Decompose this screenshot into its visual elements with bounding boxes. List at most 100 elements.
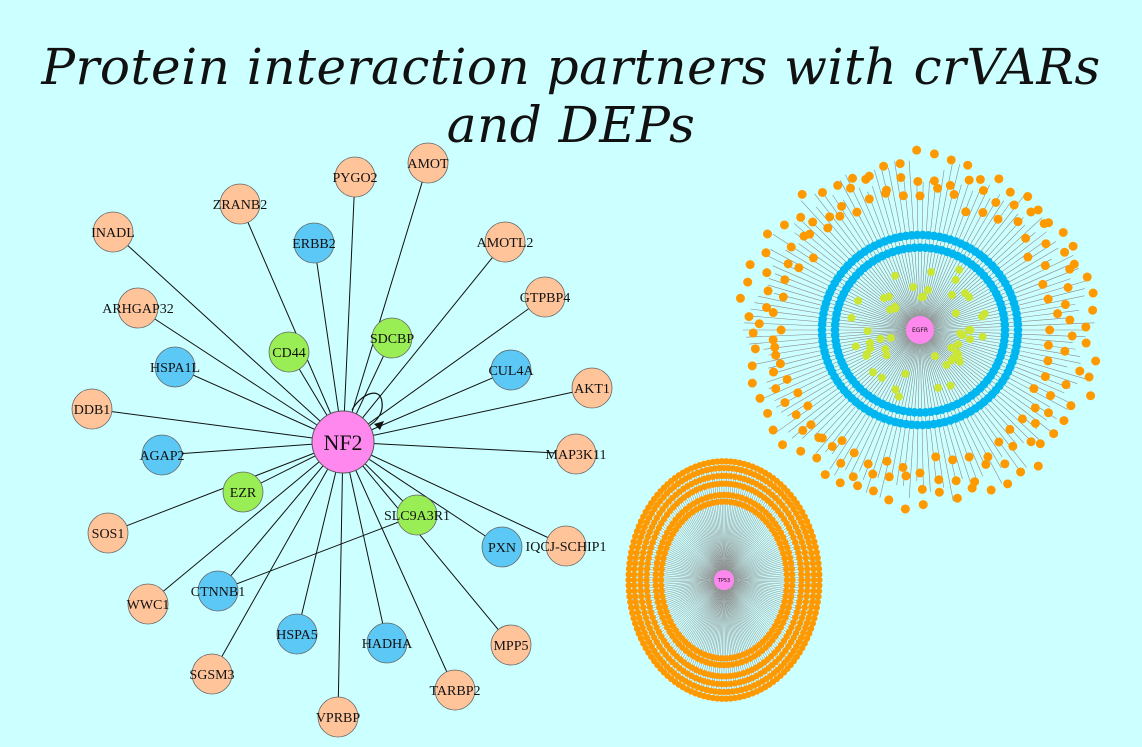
egfr-partner-node[interactable] bbox=[791, 410, 801, 420]
protein-node[interactable] bbox=[197, 570, 239, 612]
tp53-partner-node[interactable] bbox=[652, 582, 659, 589]
egfr-partner-node[interactable] bbox=[942, 360, 951, 369]
egfr-partner-node[interactable] bbox=[898, 191, 908, 201]
egfr-partner-node[interactable] bbox=[896, 173, 906, 183]
egfr-partner-node[interactable] bbox=[994, 437, 1004, 447]
tp53-partner-node[interactable] bbox=[637, 587, 644, 595]
tp53-partner-node[interactable] bbox=[803, 635, 811, 642]
tp53-partner-node[interactable] bbox=[634, 609, 642, 616]
tp53-partner-node[interactable] bbox=[633, 549, 640, 556]
egfr-partner-node[interactable] bbox=[1038, 279, 1048, 289]
tp53-partner-node[interactable] bbox=[653, 560, 661, 567]
egfr-partner-node[interactable] bbox=[762, 303, 772, 313]
tp53-partner-node[interactable] bbox=[797, 533, 804, 541]
protein-node[interactable] bbox=[117, 287, 159, 329]
tp53-partner-node[interactable] bbox=[783, 582, 791, 589]
tp53-partner-node[interactable] bbox=[809, 620, 816, 627]
tp53-partner-node[interactable] bbox=[628, 604, 635, 611]
tp53-partner-node[interactable] bbox=[626, 593, 633, 600]
protein-node[interactable] bbox=[191, 653, 233, 695]
tp53-partner-node[interactable] bbox=[798, 538, 806, 546]
tp53-partner-node[interactable] bbox=[797, 587, 805, 595]
tp53-partner-node[interactable] bbox=[641, 524, 648, 531]
egfr-partner-node[interactable] bbox=[798, 425, 808, 435]
egfr-partner-node[interactable] bbox=[863, 459, 873, 469]
protein-node[interactable] bbox=[219, 183, 261, 225]
tp53-partner-node[interactable] bbox=[723, 680, 730, 688]
tp53-partner-node[interactable] bbox=[805, 539, 812, 546]
egfr-partner-node[interactable] bbox=[949, 189, 959, 199]
tp53-partner-node[interactable] bbox=[644, 560, 651, 567]
tp53-partner-node[interactable] bbox=[657, 582, 665, 589]
egfr-partner-node[interactable] bbox=[884, 472, 894, 482]
egfr-partner-node[interactable] bbox=[966, 335, 975, 344]
egfr-partner-node[interactable] bbox=[820, 470, 830, 480]
egfr-partner-node[interactable] bbox=[735, 293, 745, 303]
tp53-partner-node[interactable] bbox=[647, 544, 655, 551]
egfr-partner-node[interactable] bbox=[981, 459, 991, 469]
tp53-partner-node[interactable] bbox=[657, 609, 665, 616]
tp53-partner-node[interactable] bbox=[656, 604, 663, 611]
tp53-partner-node[interactable] bbox=[634, 544, 642, 551]
egfr-partner-node[interactable] bbox=[1060, 346, 1070, 356]
tp53-partner-node[interactable] bbox=[656, 549, 663, 556]
tp53-partner-node[interactable] bbox=[630, 615, 637, 622]
tp53-partner-node[interactable] bbox=[643, 582, 650, 589]
tp53-partner-node[interactable] bbox=[663, 608, 670, 616]
egfr-partner-node[interactable] bbox=[915, 468, 925, 478]
egfr-partner-node[interactable] bbox=[1005, 187, 1015, 197]
tp53-partner-node[interactable] bbox=[637, 619, 645, 627]
egfr-partner-node[interactable] bbox=[975, 174, 985, 184]
egfr-partner-node[interactable] bbox=[1026, 207, 1036, 217]
tp53-partner-node[interactable] bbox=[810, 582, 818, 589]
egfr-partner-node[interactable] bbox=[881, 185, 891, 195]
egfr-partner-node[interactable] bbox=[879, 294, 888, 303]
tp53-partner-node[interactable] bbox=[636, 614, 643, 621]
tp53-partner-node[interactable] bbox=[660, 598, 667, 605]
egfr-partner-node[interactable] bbox=[967, 483, 977, 493]
tp53-partner-node[interactable] bbox=[642, 614, 650, 622]
tp53-partner-node[interactable] bbox=[630, 582, 638, 589]
egfr-partner-node[interactable] bbox=[868, 486, 878, 496]
tp53-partner-node[interactable] bbox=[632, 598, 639, 606]
egfr-partner-node[interactable] bbox=[864, 171, 874, 181]
tp53-partner-node[interactable] bbox=[640, 604, 647, 611]
protein-node[interactable] bbox=[317, 696, 359, 738]
egfr-partner-node[interactable] bbox=[918, 500, 928, 510]
egfr-partner-node[interactable] bbox=[771, 350, 781, 360]
egfr-partner-node[interactable] bbox=[864, 194, 874, 204]
tp53-partner-node[interactable] bbox=[723, 673, 730, 680]
tp53-partner-node[interactable] bbox=[797, 593, 804, 600]
protein-node[interactable] bbox=[366, 622, 408, 664]
egfr-partner-node[interactable] bbox=[913, 176, 923, 186]
tp53-partner-node[interactable] bbox=[632, 554, 639, 562]
tp53-partner-node[interactable] bbox=[780, 603, 787, 611]
egfr-partner-node[interactable] bbox=[923, 286, 932, 295]
tp53-partner-node[interactable] bbox=[805, 630, 813, 637]
protein-node[interactable] bbox=[484, 221, 526, 263]
tp53-partner-node[interactable] bbox=[663, 544, 670, 552]
protein-node[interactable] bbox=[524, 276, 566, 318]
tp53-partner-node[interactable] bbox=[783, 587, 790, 595]
tp53-partner-node[interactable] bbox=[797, 565, 805, 573]
protein-node[interactable] bbox=[222, 471, 264, 513]
tp53-partner-node[interactable] bbox=[802, 624, 809, 632]
tp53-partner-node[interactable] bbox=[778, 544, 785, 552]
egfr-partner-node[interactable] bbox=[877, 373, 886, 382]
tp53-partner-node[interactable] bbox=[804, 571, 811, 578]
tp53-partner-node[interactable] bbox=[807, 625, 815, 632]
tp53-partner-node[interactable] bbox=[646, 549, 653, 557]
tp53-partner-node[interactable] bbox=[720, 661, 728, 669]
tp53-partner-node[interactable] bbox=[632, 533, 639, 540]
tp53-partner-node[interactable] bbox=[651, 619, 658, 626]
protein-node[interactable] bbox=[407, 142, 449, 184]
tp53-partner-node[interactable] bbox=[657, 571, 665, 578]
tp53-partner-node[interactable] bbox=[661, 534, 668, 541]
egfr-partner-node[interactable] bbox=[993, 214, 1003, 224]
egfr-partner-node[interactable] bbox=[761, 248, 771, 258]
tp53-partner-node[interactable] bbox=[637, 635, 645, 642]
tp53-partner-node[interactable] bbox=[810, 571, 818, 578]
egfr-partner-node[interactable] bbox=[862, 351, 871, 360]
tp53-partner-node[interactable] bbox=[809, 554, 816, 562]
tp53-partner-node[interactable] bbox=[638, 560, 645, 567]
